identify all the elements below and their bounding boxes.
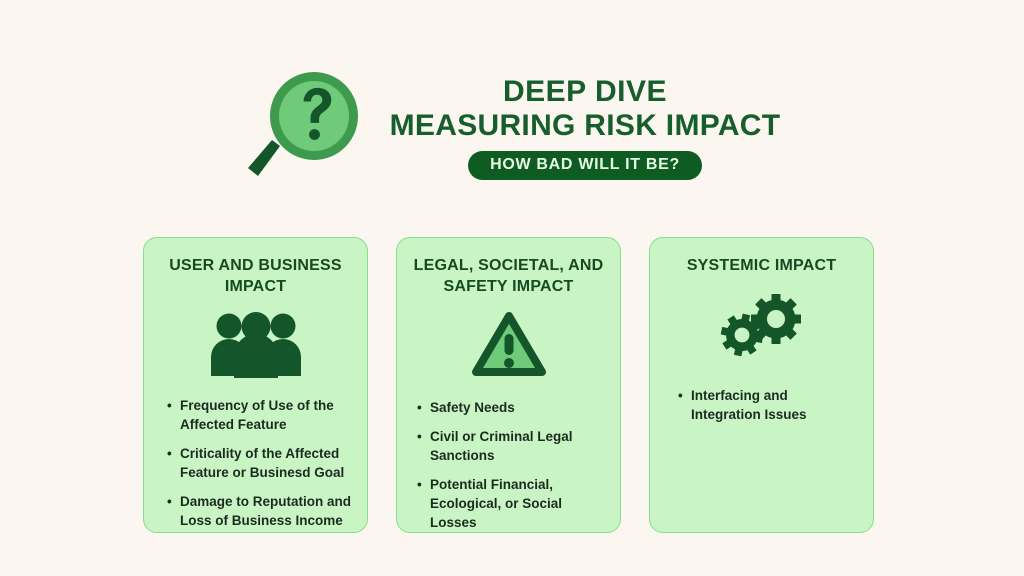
list-item-text: Frequency of Use of the Affected Feature bbox=[180, 397, 334, 432]
list-item-text: Civil or Criminal Legal Sanctions bbox=[430, 428, 573, 463]
list-item-text: Interfacing and Integration Issues bbox=[691, 388, 807, 423]
bullet-glyph: • bbox=[167, 445, 172, 461]
card-bullet-list: • Frequency of Use of the Affected Featur… bbox=[158, 396, 362, 541]
list-item: • Potential Financial, Ecological, or Soc… bbox=[417, 475, 612, 532]
subtitle-badge: HOW BAD WILL IT BE? bbox=[468, 151, 702, 181]
list-item: • Safety Needs bbox=[417, 398, 612, 417]
card-title: SYSTEMIC IMPACT bbox=[686, 257, 837, 274]
card-bullet-list: • Safety Needs • Civil or Criminal Legal S… bbox=[411, 398, 612, 543]
header: DEEP DIVE MEASURING RISK IMPACT HOW BAD … bbox=[0, 62, 1024, 192]
list-item: • Civil or Criminal Legal Sanctions bbox=[417, 427, 612, 465]
gears-icon bbox=[720, 294, 801, 357]
card-user-and-business-impact: USER AND BUSINESS IMPACT • Frequency of U… bbox=[143, 237, 368, 533]
bullet-glyph: • bbox=[417, 477, 422, 492]
list-item-text: Potential Financial, Ecological, or Soci… bbox=[430, 477, 563, 531]
people-group-icon bbox=[210, 311, 301, 378]
bullet-glyph: • bbox=[417, 399, 422, 415]
card-bullet-list: • Interfacing and Integration Issues bbox=[664, 386, 873, 434]
card-title: LEGAL, SOCIETAL, AND SAFETY IMPACT bbox=[413, 257, 604, 296]
list-item-text: Damage to Reputation and Loss of Busines… bbox=[180, 494, 352, 529]
list-item: • Criticality of the Affected Feature or … bbox=[167, 444, 362, 482]
bullet-glyph: • bbox=[167, 494, 172, 510]
bullet-glyph: • bbox=[167, 397, 172, 413]
title-block: DEEP DIVE MEASURING RISK IMPACT HOW BAD … bbox=[390, 74, 781, 181]
bullet-glyph: • bbox=[417, 428, 422, 444]
header-inner: DEEP DIVE MEASURING RISK IMPACT HOW BAD … bbox=[244, 68, 781, 186]
card-systemic-impact: SYSTEMIC IMPACT bbox=[649, 237, 874, 533]
list-item: • Damage to Reputation and Loss of Busine… bbox=[167, 492, 362, 530]
bullet-glyph: • bbox=[678, 388, 683, 404]
title-line-secondary: MEASURING RISK IMPACT bbox=[389, 109, 781, 142]
card-icon bbox=[208, 311, 304, 378]
list-item-text: Criticality of the Affected Feature or B… bbox=[180, 445, 345, 480]
list-item-text: Safety Needs bbox=[430, 399, 515, 415]
card-icon bbox=[714, 292, 810, 364]
warning-triangle-icon bbox=[471, 311, 546, 376]
card-legal-societal-and-safety-impact: LEGAL, SOCIETAL, AND SAFETY IMPACT • Safe… bbox=[396, 237, 621, 533]
card-title: USER AND BUSINESS IMPACT bbox=[169, 257, 342, 296]
magnifying-glass-question-icon bbox=[247, 72, 358, 176]
list-item: • Interfacing and Integration Issues bbox=[678, 386, 861, 424]
list-item: • Frequency of Use of the Affected Featur… bbox=[167, 396, 362, 434]
impact-cards-row: USER AND BUSINESS IMPACT • Frequency of U… bbox=[143, 237, 881, 533]
title-line-primary: DEEP DIVE bbox=[502, 74, 667, 108]
card-icon bbox=[470, 310, 548, 380]
